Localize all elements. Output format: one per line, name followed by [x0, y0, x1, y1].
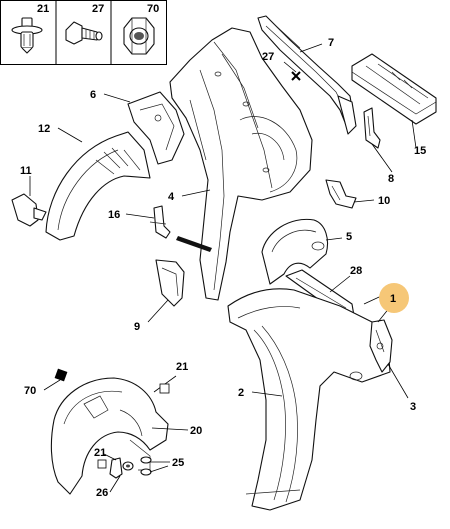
legend-number-27: 27 [92, 3, 104, 15]
callout-28: 28 [350, 265, 362, 277]
clip-21-marker-upper [159, 383, 170, 394]
bracket-part-11 [11, 193, 47, 227]
legend-number-70: 70 [147, 3, 159, 15]
screw-27-marker [291, 71, 301, 81]
callout-16: 16 [108, 209, 120, 221]
callout-12: 12 [38, 123, 50, 135]
legend-number-21: 21 [37, 3, 49, 15]
callout-6: 6 [90, 89, 96, 101]
callout-9: 9 [134, 321, 140, 333]
callout-4: 4 [168, 191, 175, 203]
callout-20: 20 [190, 425, 202, 437]
nut-70-marker [54, 368, 68, 382]
callout-27: 27 [262, 51, 274, 63]
fasteners-25-26 [109, 456, 152, 479]
callout-7: 7 [328, 37, 334, 49]
callout-15: 15 [414, 145, 426, 157]
clip-21-marker-lower [97, 459, 107, 469]
callout-11: 11 [20, 165, 32, 177]
callout-2: 2 [238, 387, 244, 399]
flap-part-3 [369, 319, 393, 373]
clip-part-16 [149, 205, 171, 239]
callout-5: 5 [346, 231, 352, 243]
bracket-part-8 [363, 107, 381, 149]
leader-lines [29, 43, 417, 493]
callout-70: 70 [24, 385, 36, 397]
upper-rail-part-7 [257, 15, 357, 135]
nut-icon [123, 17, 155, 55]
push-clip-icon [11, 17, 43, 54]
bracket-part-15 [351, 53, 437, 125]
inner-quarter-panel-part-4 [169, 27, 313, 301]
callout-25: 25 [172, 457, 184, 469]
callout-3: 3 [410, 401, 416, 413]
bracket-part-9 [155, 259, 185, 307]
highlight-circle [379, 283, 409, 313]
callout-21-lower: 21 [94, 447, 106, 459]
outer-quarter-panel-part-2 [227, 288, 391, 511]
callout-8: 8 [388, 173, 394, 185]
screw-bolt-icon [65, 21, 103, 45]
callout-21-upper: 21 [176, 361, 188, 373]
fastener-legend: 21 27 70 [0, 0, 167, 65]
bracket-part-10 [325, 179, 357, 209]
callout-26: 26 [96, 487, 108, 499]
arch-panel-part-5 [261, 218, 329, 285]
callout-1: 1 [390, 293, 396, 305]
wheelarch-liner-part-20 [50, 377, 169, 495]
bracket-part-6 [127, 91, 185, 165]
wheelarch-liner-part-12 [45, 131, 151, 241]
callout-10: 10 [378, 195, 390, 207]
